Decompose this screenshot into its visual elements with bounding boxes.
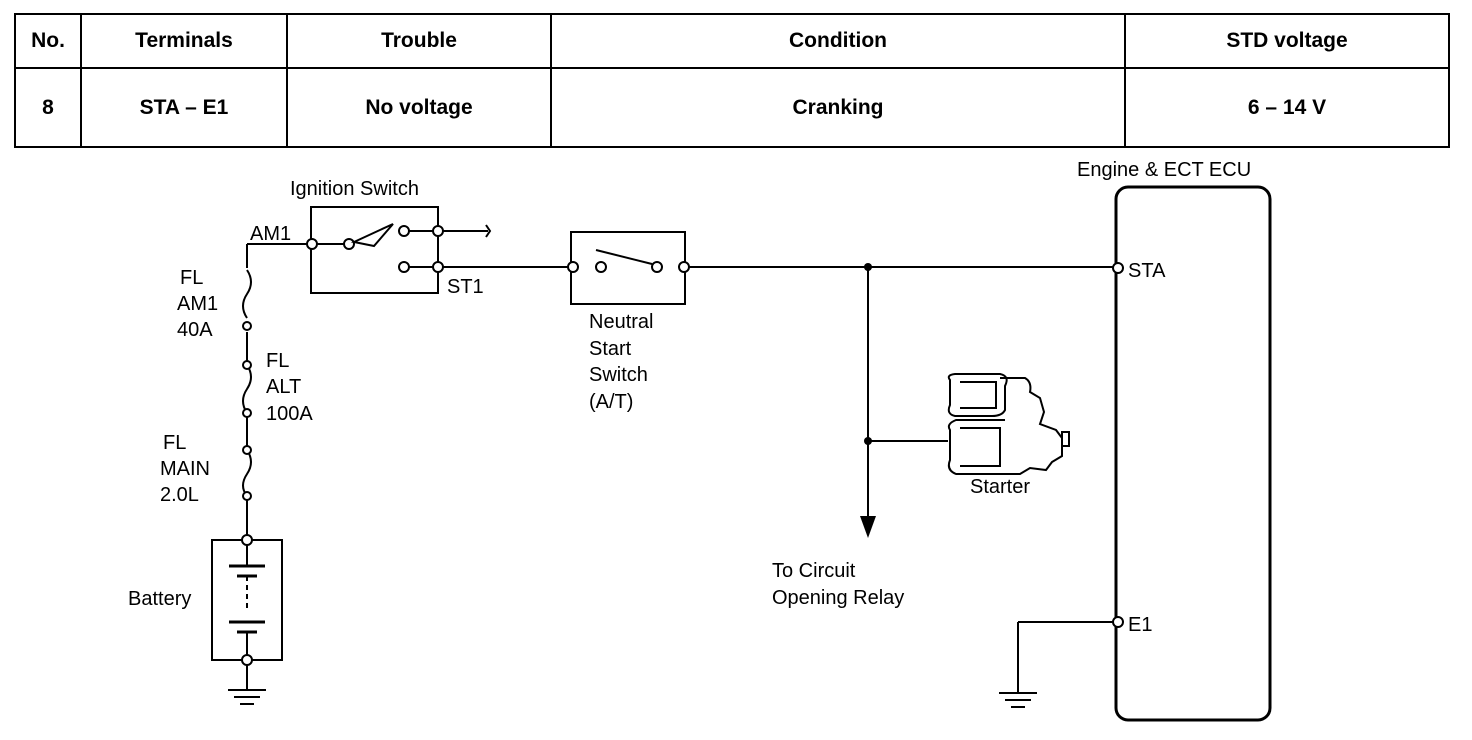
cell-condition: Cranking xyxy=(550,67,1126,148)
neutral-start-line2: Start xyxy=(589,338,632,360)
fl-am1-fuse-icon xyxy=(242,269,252,319)
fl-alt-line3: 100A xyxy=(266,403,313,425)
header-trouble: Trouble xyxy=(286,13,552,69)
header-no: No. xyxy=(14,13,82,69)
ignition-switch-label: Ignition Switch xyxy=(290,178,419,200)
fl-alt-fuse-icon xyxy=(242,364,252,414)
fl-main-line3: 2.0L xyxy=(160,484,199,506)
fl-am1-line2: AM1 xyxy=(177,293,218,315)
circuit-relay-line1: To Circuit xyxy=(772,560,856,582)
ecu-e1-label: E1 xyxy=(1128,614,1152,636)
header-std-voltage: STD voltage xyxy=(1124,13,1450,69)
fl-am1-line3: 40A xyxy=(177,319,213,341)
ground-icon xyxy=(228,689,266,705)
fl-main-line1: FL xyxy=(163,432,186,454)
header-condition: Condition xyxy=(550,13,1126,69)
cell-trouble: No voltage xyxy=(286,67,552,148)
ecu-label: Engine & ECT ECU xyxy=(1077,159,1251,181)
fl-main-fuse-icon xyxy=(242,449,252,497)
table-header-row: No. Terminals Trouble Condition STD volt… xyxy=(14,13,1450,69)
starter-motor-icon xyxy=(947,373,1070,475)
battery-label: Battery xyxy=(128,588,191,610)
cell-terminals: STA – E1 xyxy=(80,67,288,148)
circuit-relay-line2: Opening Relay xyxy=(772,587,904,609)
cell-std-voltage: 6 – 14 V xyxy=(1124,67,1450,148)
neutral-start-line4: (A/T) xyxy=(589,391,633,413)
ecu-ground-icon xyxy=(999,692,1037,708)
neutral-start-line1: Neutral xyxy=(589,311,653,333)
battery-icon xyxy=(211,534,283,690)
am1-label: AM1 xyxy=(250,223,291,245)
header-terminals: Terminals xyxy=(80,13,288,69)
neutral-start-switch-icon xyxy=(567,231,690,305)
ecu-sta-label: STA xyxy=(1128,260,1166,282)
cell-no: 8 xyxy=(14,67,82,148)
spec-table: No. Terminals Trouble Condition STD volt… xyxy=(14,13,1450,148)
fl-am1-line1: FL xyxy=(180,267,203,289)
table-row: 8 STA – E1 No voltage Cranking 6 – 14 V xyxy=(14,67,1450,148)
neutral-start-line3: Switch xyxy=(589,364,648,386)
fuse-chain xyxy=(242,243,309,540)
ignition-switch-icon xyxy=(306,206,492,294)
arrow-down-icon xyxy=(860,516,876,538)
fl-alt-line1: FL xyxy=(266,350,289,372)
st1-label: ST1 xyxy=(447,276,484,298)
fl-alt-line2: ALT xyxy=(266,376,301,398)
fl-main-line2: MAIN xyxy=(160,458,210,480)
starter-label: Starter xyxy=(970,476,1030,498)
